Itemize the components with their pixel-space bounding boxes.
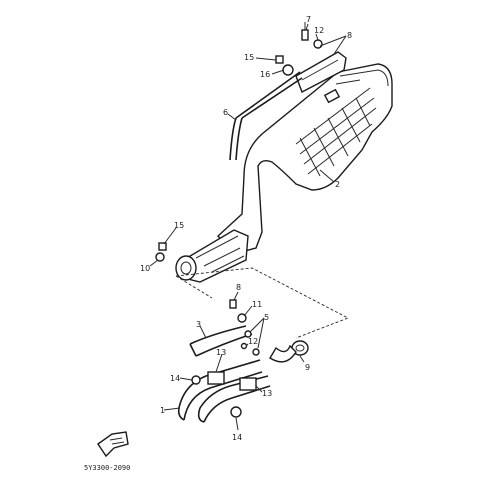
bolt-8-lower: [229, 299, 237, 309]
callout-6: 6: [223, 108, 228, 117]
callout-8-lower: 8: [236, 283, 241, 292]
callout-2: 2: [335, 180, 340, 189]
lower-pipe-assembly: [177, 299, 309, 423]
nut-16: [282, 64, 294, 76]
callout-10: 10: [140, 264, 150, 273]
callout-5: 5: [264, 313, 269, 322]
leader-lines: [149, 23, 347, 431]
callout-8: 8: [347, 31, 352, 40]
drawing-code: 5Y3300-2090: [84, 464, 130, 472]
callout-9: 9: [305, 363, 310, 372]
nut-10: [155, 252, 165, 262]
upper-fasteners: [275, 22, 323, 76]
callout-15: 15: [244, 53, 254, 62]
bolt-7: [301, 29, 309, 41]
pipe-flange: [175, 255, 197, 281]
connection-line-a: [175, 267, 350, 339]
bolt-14a: [191, 375, 201, 385]
gasket-5a: [244, 330, 252, 338]
callout-15-lower: 15: [174, 221, 184, 230]
muffler-assembly: [175, 51, 393, 283]
protector-rail: [229, 71, 303, 161]
callout-14-lower: 14: [232, 433, 242, 442]
gasket-5b: [252, 348, 260, 356]
muffler-body: [217, 63, 393, 255]
exhaust-pipe-1: [177, 359, 271, 423]
callout-labels: 7 12 8 15 16 6 2 15 10 8 11 5 3 13 12 14…: [140, 15, 352, 442]
washer-12: [313, 39, 323, 49]
washer-12-lower: [240, 342, 248, 350]
callout-13: 13: [216, 348, 226, 357]
holder-13b: [239, 377, 257, 391]
callout-13-lower: 13: [262, 389, 272, 398]
callout-16: 16: [260, 70, 270, 79]
callout-1: 1: [160, 406, 165, 415]
callout-12: 12: [314, 26, 324, 35]
callout-11: 11: [252, 300, 262, 309]
callout-7: 7: [306, 15, 311, 24]
callout-3: 3: [196, 320, 201, 329]
callout-14: 14: [170, 374, 180, 383]
heat-shield-grid: [295, 87, 377, 177]
bolt-15-lower: [158, 242, 167, 251]
connector-pipe: [269, 344, 297, 363]
holder-13a: [207, 371, 225, 385]
bolt-15-upper: [275, 55, 284, 64]
bolt-14b: [230, 406, 242, 418]
connection-line-b: [175, 275, 213, 299]
callout-12-lower: 12: [248, 337, 258, 346]
